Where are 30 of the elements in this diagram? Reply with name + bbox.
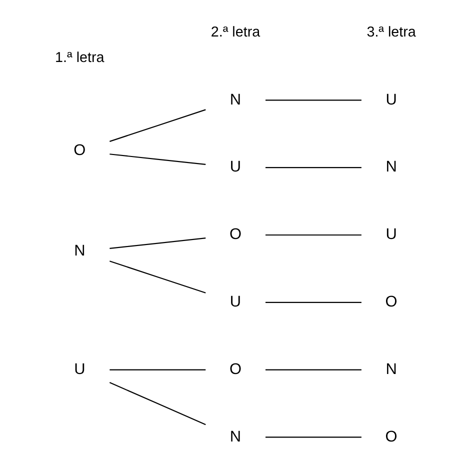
connector [265,369,361,370]
connector [265,436,361,438]
label: 2.ª letra [210,24,260,41]
node-text: U [229,158,241,176]
node-text: N [385,158,396,176]
label: 1.ª letra [54,50,104,66]
connector [265,167,361,168]
connector [265,234,361,236]
node-text: U [385,91,396,108]
node-text: U [385,226,396,244]
node-text: N [74,242,85,260]
connector [265,302,361,303]
connector [109,238,206,249]
node-text: O [228,360,242,378]
node-text: O [228,226,242,244]
connector [109,260,206,294]
node-text: N [385,360,396,378]
node-text: U [229,294,241,310]
node-text: O [73,142,86,160]
node-text: O [384,428,397,446]
node-text: O [384,294,397,310]
node-text: U [74,360,85,378]
connector [265,100,361,101]
connector [109,109,206,142]
connector [109,154,206,166]
node-text: N [229,428,241,446]
connector [108,382,206,426]
label: 3.ª letra [366,24,416,41]
node-text: N [229,91,241,108]
connector [109,369,206,370]
